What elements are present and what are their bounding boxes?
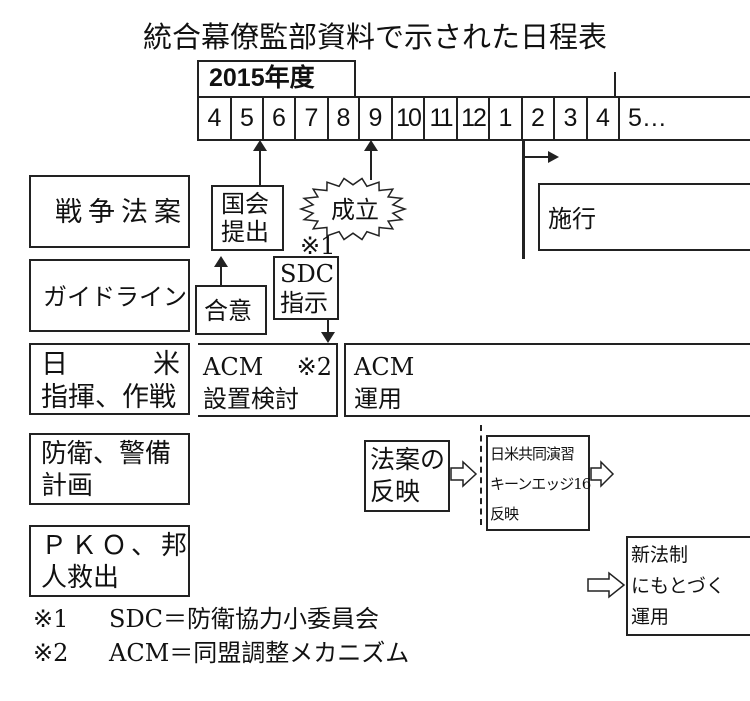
text: 反映: [490, 505, 519, 523]
month-cell: 8: [327, 96, 358, 141]
month-cell: 10: [391, 96, 423, 141]
month-cell: 11: [423, 96, 456, 141]
row-label-defense-planning: 防衛、警備 計画: [29, 433, 190, 505]
label-text: 防衛、警備: [41, 439, 172, 469]
month-cell: 2: [521, 96, 553, 141]
label-text: ＰＫＯ、邦: [41, 531, 192, 561]
submission-text: 提出: [221, 218, 269, 246]
hollow-arrow-icon: [590, 460, 615, 488]
enforcement-box: 施行: [538, 183, 750, 251]
submission-text: 国会: [221, 190, 269, 218]
row-label-war-bill: 戦争法案: [29, 175, 190, 248]
row-label-pko-rescue: ＰＫＯ、邦 人救出: [29, 525, 190, 597]
month-cell: 6: [262, 96, 294, 141]
acm-text: ACM: [203, 353, 264, 381]
arrow-up-icon: [214, 256, 228, 267]
footnote-mark: ※2: [33, 639, 69, 667]
row-label-us-japan-command: 日 米 指揮、作戦: [29, 343, 190, 415]
month-cell: 3: [553, 96, 586, 141]
footnotes: ※1 SDC＝防衛協力小委員会 ※2 ACM＝同盟調整メカニズム: [33, 602, 409, 670]
year-boundary-line: [614, 72, 616, 98]
arrow-up-icon: [253, 140, 267, 151]
arrow-down-line: [327, 320, 329, 334]
footnote-text: ACM＝同盟調整メカニズム: [109, 639, 410, 667]
fiscal-year-label: 2015年度: [197, 60, 356, 98]
label-text: 指揮、作戦: [41, 382, 176, 413]
arrow-up-icon: [364, 140, 378, 151]
note1-mark: ※1: [300, 232, 336, 260]
diagram-title: 統合幕僚監部資料で示された日程表: [142, 20, 607, 54]
acm-study-box: ACM ※2 設置検討: [198, 343, 338, 417]
bill-reflection-box: 法案の 反映: [364, 440, 450, 512]
footnote-mark: ※1: [33, 605, 69, 633]
text: 反映: [370, 477, 421, 506]
enforcement-start-line: [522, 141, 525, 259]
acm-operation-text: 運用: [354, 385, 402, 413]
agreement-box: 合意: [195, 285, 267, 335]
arrow-down-icon: [321, 332, 335, 343]
month-cell: 12: [456, 96, 488, 141]
label-text: 人救出: [41, 563, 120, 593]
acm-text: ACM: [354, 353, 415, 381]
starburst-icon: [298, 177, 408, 241]
hollow-arrow-icon: [587, 571, 626, 599]
enacted-label: 成立: [331, 196, 379, 224]
month-cell: 5: [230, 96, 262, 141]
label-text: 計画: [41, 471, 94, 501]
sdc-instruction-box: SDC 指示: [273, 256, 339, 320]
month-cell: 7: [294, 96, 327, 141]
arrow-right-icon: [548, 151, 559, 163]
acm-operation-box: ACM 運用: [344, 343, 750, 417]
arrow-up-line: [259, 148, 261, 185]
label-text: 米: [153, 349, 180, 380]
row-label-guidelines: ガイドライン: [29, 259, 190, 332]
hollow-arrow-icon: [450, 460, 478, 488]
footnote-text: SDC＝防衛協力小委員会: [109, 605, 380, 633]
new-law-box: 新法制 にもとづく 運用: [626, 536, 750, 636]
text: にもとづく: [631, 575, 725, 597]
text: キーンエッジ16: [490, 475, 591, 493]
text: 日米共同演習: [490, 445, 575, 463]
note2-mark: ※2: [296, 353, 332, 381]
label-text: 日: [41, 349, 68, 380]
sdc-text: 指示: [280, 289, 328, 317]
month-cell: 4: [586, 96, 618, 141]
keen-edge-box: 日米共同演習 キーンエッジ16 反映: [486, 435, 591, 531]
month-cell: 5…: [618, 96, 750, 141]
submission-box: 国会 提出: [211, 185, 284, 251]
text: 新法制: [631, 544, 689, 566]
text: 法案の: [370, 445, 446, 474]
dashed-divider: [480, 425, 482, 525]
acm-study-text: 設置検討: [203, 385, 299, 413]
arrow-up-line: [370, 148, 372, 180]
month-cell: 4: [197, 96, 230, 141]
text: 運用: [631, 606, 670, 628]
sdc-text: SDC: [280, 260, 335, 288]
month-cell: 1: [488, 96, 521, 141]
arrow-up-line: [220, 265, 222, 285]
arrow-right-line: [523, 156, 551, 158]
